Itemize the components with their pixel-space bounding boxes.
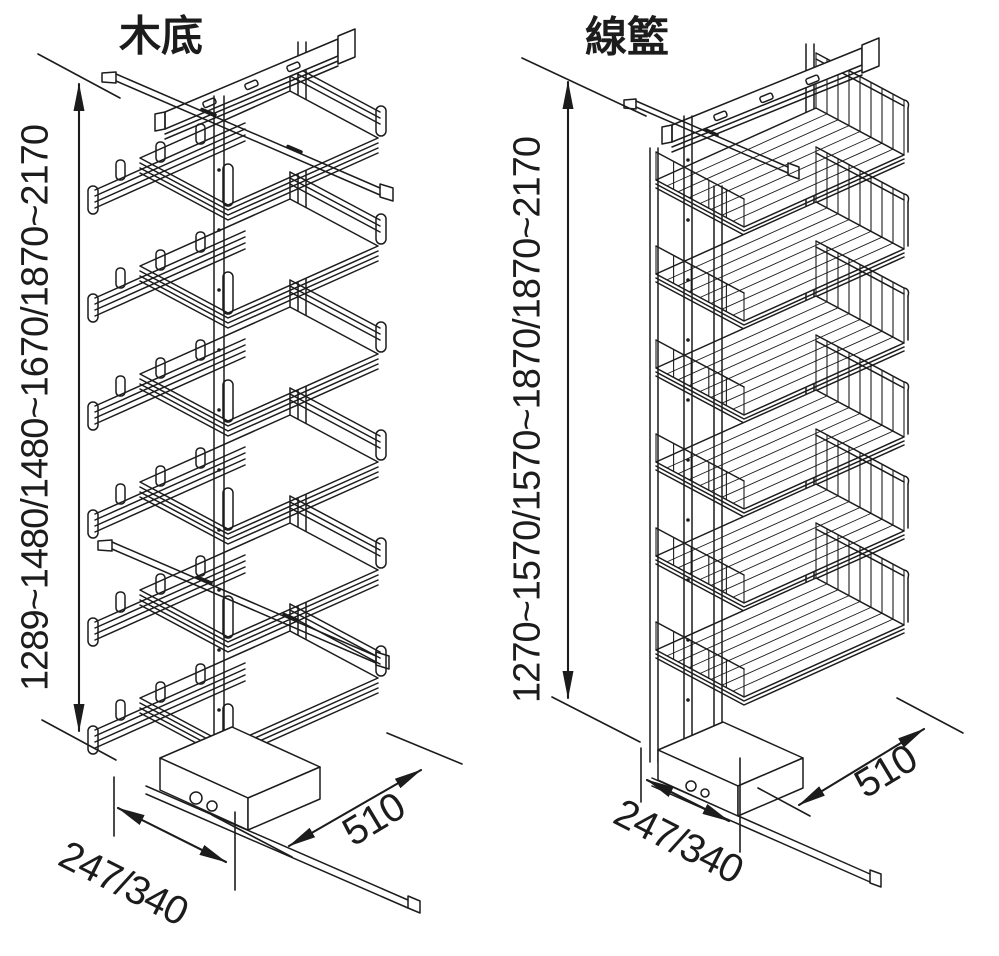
left-unit-drawing: [87, 28, 421, 914]
right-width-extension-b: [896, 697, 964, 734]
left-width-extension-b: [386, 732, 463, 765]
right-diagram-title: 線籃: [584, 13, 670, 61]
left-height-extension-bottom: [41, 719, 117, 761]
right-height-extension-top: [521, 57, 647, 117]
left-depth-dimension-line: [116, 806, 228, 864]
right-width-dimension-line: [797, 727, 926, 807]
right-basket-tiers: [655, 52, 910, 706]
left-diagram-title: 木底: [118, 12, 204, 60]
left-front-post: [213, 95, 225, 789]
right-base-bracket: [657, 721, 804, 817]
left-shelf-tiers: [87, 63, 387, 761]
left-width-dimension-line: [287, 768, 423, 848]
dimension-lines: [37, 53, 964, 891]
right-front-posts: [649, 115, 723, 771]
right-depth-dimension-line: [645, 778, 731, 823]
left-height-extension-top: [37, 53, 121, 99]
left-base-bracket: [159, 726, 321, 831]
right-height-dimension-label: 1270~1570/1570~1870/1870~2170: [506, 137, 549, 703]
right-top-rail: [661, 37, 880, 153]
left-width-extension-a: [211, 814, 293, 858]
right-width-extension-a: [757, 787, 811, 817]
left-top-rail: [154, 28, 356, 140]
left-height-dimension-label: 1289~1480/1480~1670/1870~2170: [14, 125, 57, 691]
right-height-extension-bottom: [551, 696, 641, 743]
